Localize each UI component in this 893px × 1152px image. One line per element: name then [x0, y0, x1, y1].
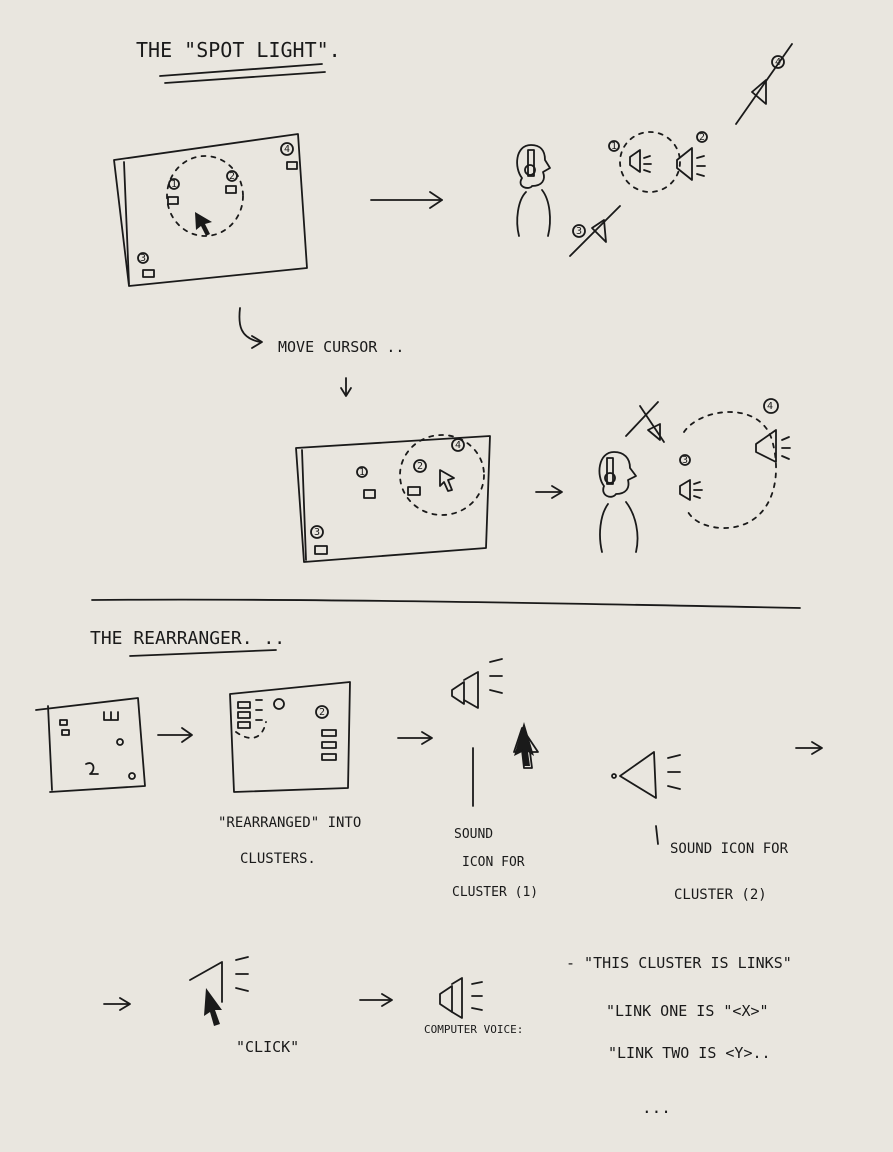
- svg-text:1: 1: [171, 179, 177, 190]
- rearrange-screen-before: [35, 697, 146, 793]
- voice-line-2: "LINK ONE IS "<X>": [606, 1002, 769, 1020]
- sound-icon-cluster-1: [451, 658, 539, 807]
- svg-text:2: 2: [319, 707, 325, 718]
- arrow-7: [359, 993, 393, 1007]
- sound-2-line-2: CLUSTER (2): [674, 887, 767, 903]
- svg-text:3: 3: [314, 527, 320, 538]
- svg-text:3: 3: [140, 253, 146, 264]
- title-underline: [159, 63, 326, 84]
- rearranged-caption-1: "REARRANGED" INTO: [218, 815, 362, 831]
- arrow-6: [103, 997, 131, 1011]
- move-arrow: [238, 307, 352, 397]
- sound-1-line-1: SOUND: [454, 827, 494, 842]
- screen-1: 1 2 4 3: [113, 133, 308, 287]
- svg-text:2: 2: [417, 461, 423, 472]
- voice-ellipsis: ...: [642, 1098, 671, 1117]
- rearranger-title: THE REARRANGER. ..: [90, 628, 286, 649]
- sound-icon-cluster-2: [611, 751, 681, 845]
- arrow-3: [157, 727, 193, 743]
- click-label: "CLICK": [236, 1038, 300, 1056]
- svg-text:4: 4: [284, 144, 290, 155]
- section-divider: [91, 598, 801, 609]
- listener-2: [598, 451, 639, 553]
- computer-voice-speaker-icon: [439, 977, 483, 1019]
- arrow-1: [370, 191, 443, 209]
- arrow-2: [535, 485, 563, 499]
- arrow-4: [397, 731, 433, 745]
- svg-text:2: 2: [229, 171, 235, 182]
- arrow-5: [795, 741, 823, 755]
- sound-1-line-3: CLUSTER (1): [452, 885, 539, 900]
- svg-text:3: 3: [576, 226, 582, 237]
- rearranger-underline: [129, 649, 277, 657]
- voice-line-1: - "THIS CLUSTER IS LINKS": [566, 954, 792, 972]
- svg-text:2: 2: [699, 132, 705, 143]
- rearrange-screen-after: 2: [229, 681, 351, 793]
- speaker-group-2: 3 4: [625, 398, 791, 529]
- listener-1: [516, 144, 551, 237]
- computer-voice-label: COMPUTER VOICE:: [424, 1023, 524, 1036]
- spotlight-title: THE "SPOT LIGHT".: [136, 38, 341, 62]
- click-speaker-icon: [189, 956, 249, 1026]
- svg-text:4: 4: [455, 440, 461, 451]
- speaker-group-1: 1 2 4 3: [569, 43, 793, 257]
- svg-text:3: 3: [682, 455, 688, 466]
- svg-text:4: 4: [767, 401, 773, 412]
- sound-2-line-1: SOUND ICON FOR: [670, 841, 789, 857]
- svg-text:1: 1: [611, 141, 617, 152]
- voice-line-3: "LINK TWO IS <Y>..: [608, 1044, 771, 1062]
- svg-text:1: 1: [359, 467, 365, 478]
- move-cursor-label: MOVE CURSOR ..: [278, 338, 405, 356]
- sound-1-line-2: ICON FOR: [462, 855, 525, 870]
- rearranged-caption-2: CLUSTERS.: [240, 851, 316, 867]
- screen-2: 1 2 4 3: [295, 434, 491, 563]
